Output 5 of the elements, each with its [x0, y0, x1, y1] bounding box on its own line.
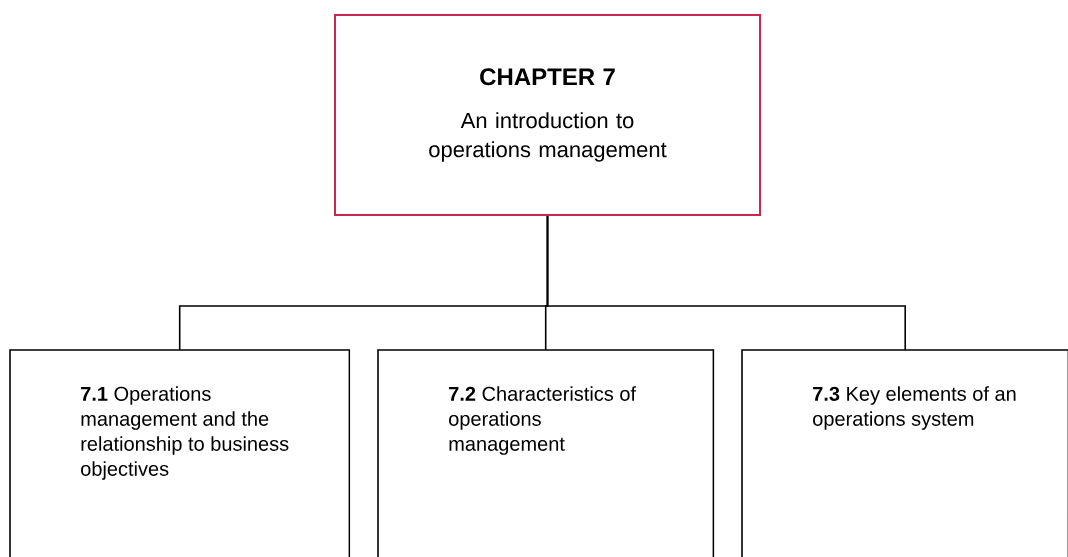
section-box: 7.3 Key elements of an operations system	[741, 349, 1068, 557]
connector-line	[546, 215, 906, 351]
section-box: 7.1 Operations management and the relationship to business objectives	[9, 349, 351, 557]
chapter-box: CHAPTER 7 An introduction to operations management	[334, 14, 761, 216]
section-box: 7.2 Characteristics of operations management	[377, 349, 715, 557]
